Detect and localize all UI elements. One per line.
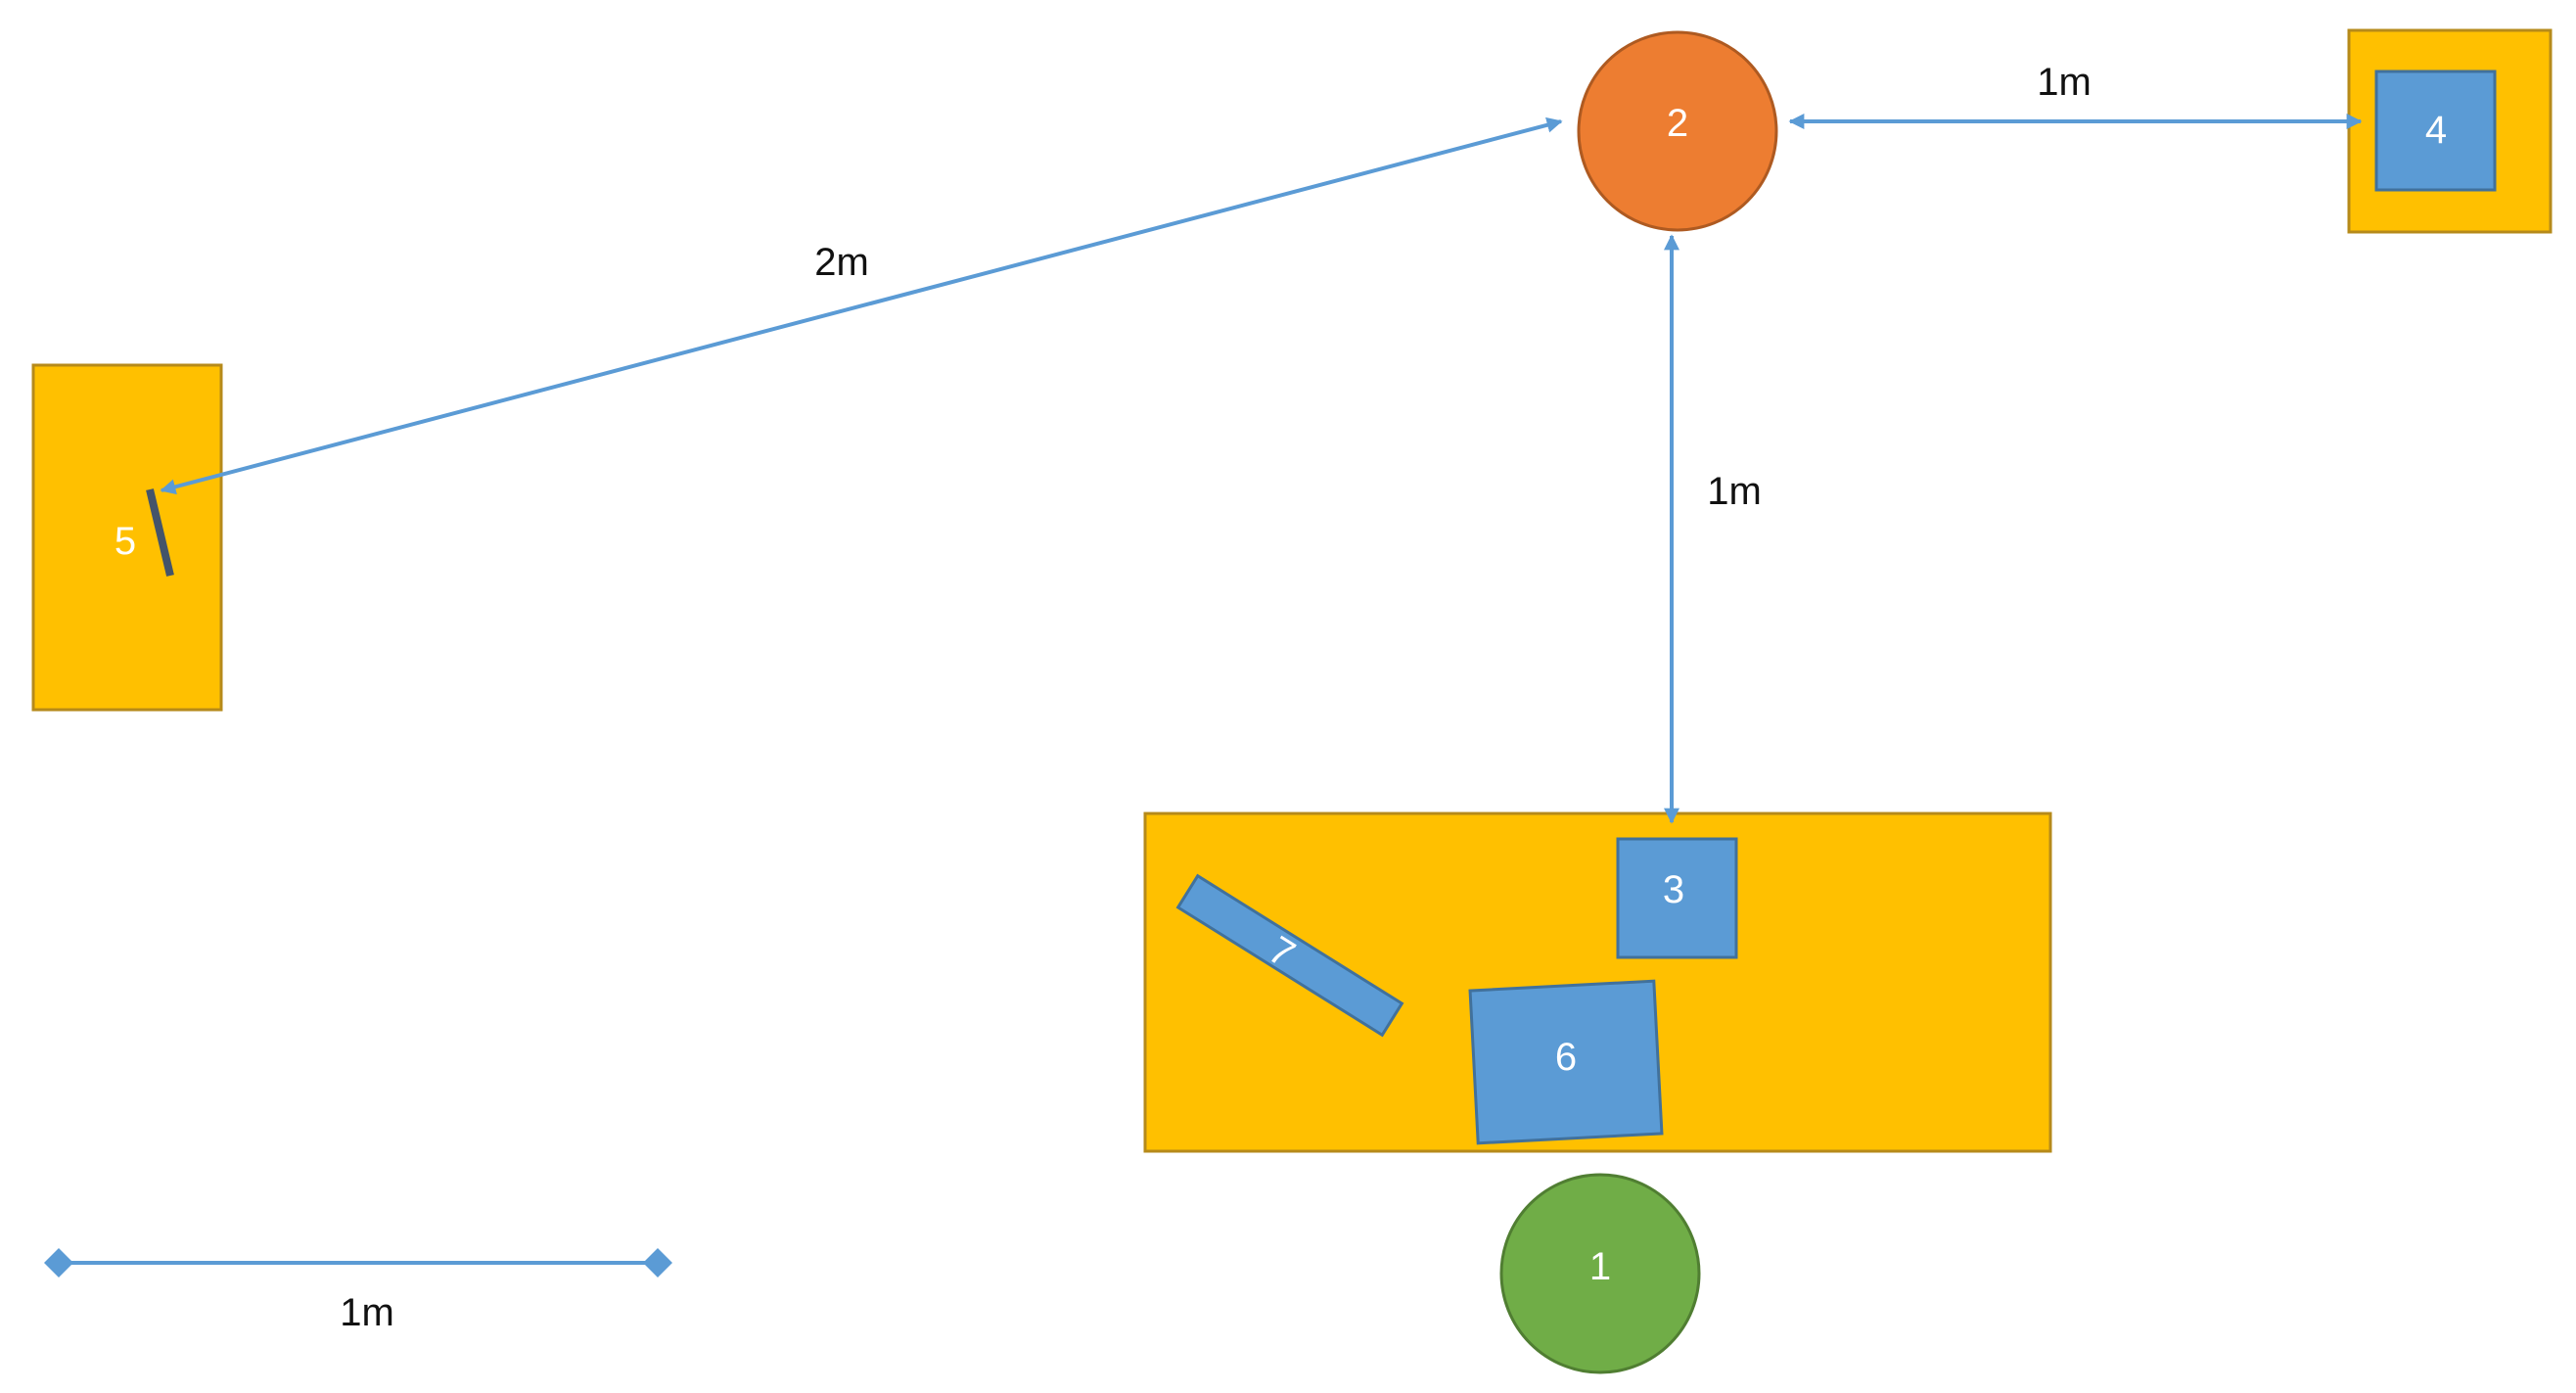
distance-label-2-4: 1m: [2037, 61, 2092, 104]
object-6: [1468, 979, 1664, 1145]
node-1-label: 1: [1589, 1245, 1611, 1288]
scale-bar-right-diamond: [643, 1248, 672, 1277]
object-7: [1175, 873, 1404, 1038]
object-6-label: 6: [1555, 1036, 1577, 1079]
object-3: [1616, 837, 1738, 959]
mirror-5: [146, 488, 174, 577]
node-1-circle: [1499, 1173, 1701, 1374]
arrow-2-to-5: [160, 116, 1563, 495]
node-2-label: 2: [1667, 102, 1688, 145]
object-4-label: 4: [2425, 109, 2447, 152]
object-3-label: 3: [1663, 868, 1684, 911]
object-4: [2374, 70, 2497, 192]
object-5-label: 5: [115, 520, 136, 563]
distance-label-2-3: 1m: [1707, 470, 1762, 513]
distance-label-2-5: 2m: [814, 241, 869, 284]
object-6-group: [1468, 979, 1664, 1145]
node-2-circle: [1577, 30, 1778, 232]
object-7-group: [1175, 873, 1404, 1038]
scale-bar-label: 1m: [340, 1291, 394, 1334]
scale-bar-left-diamond: [44, 1248, 73, 1277]
